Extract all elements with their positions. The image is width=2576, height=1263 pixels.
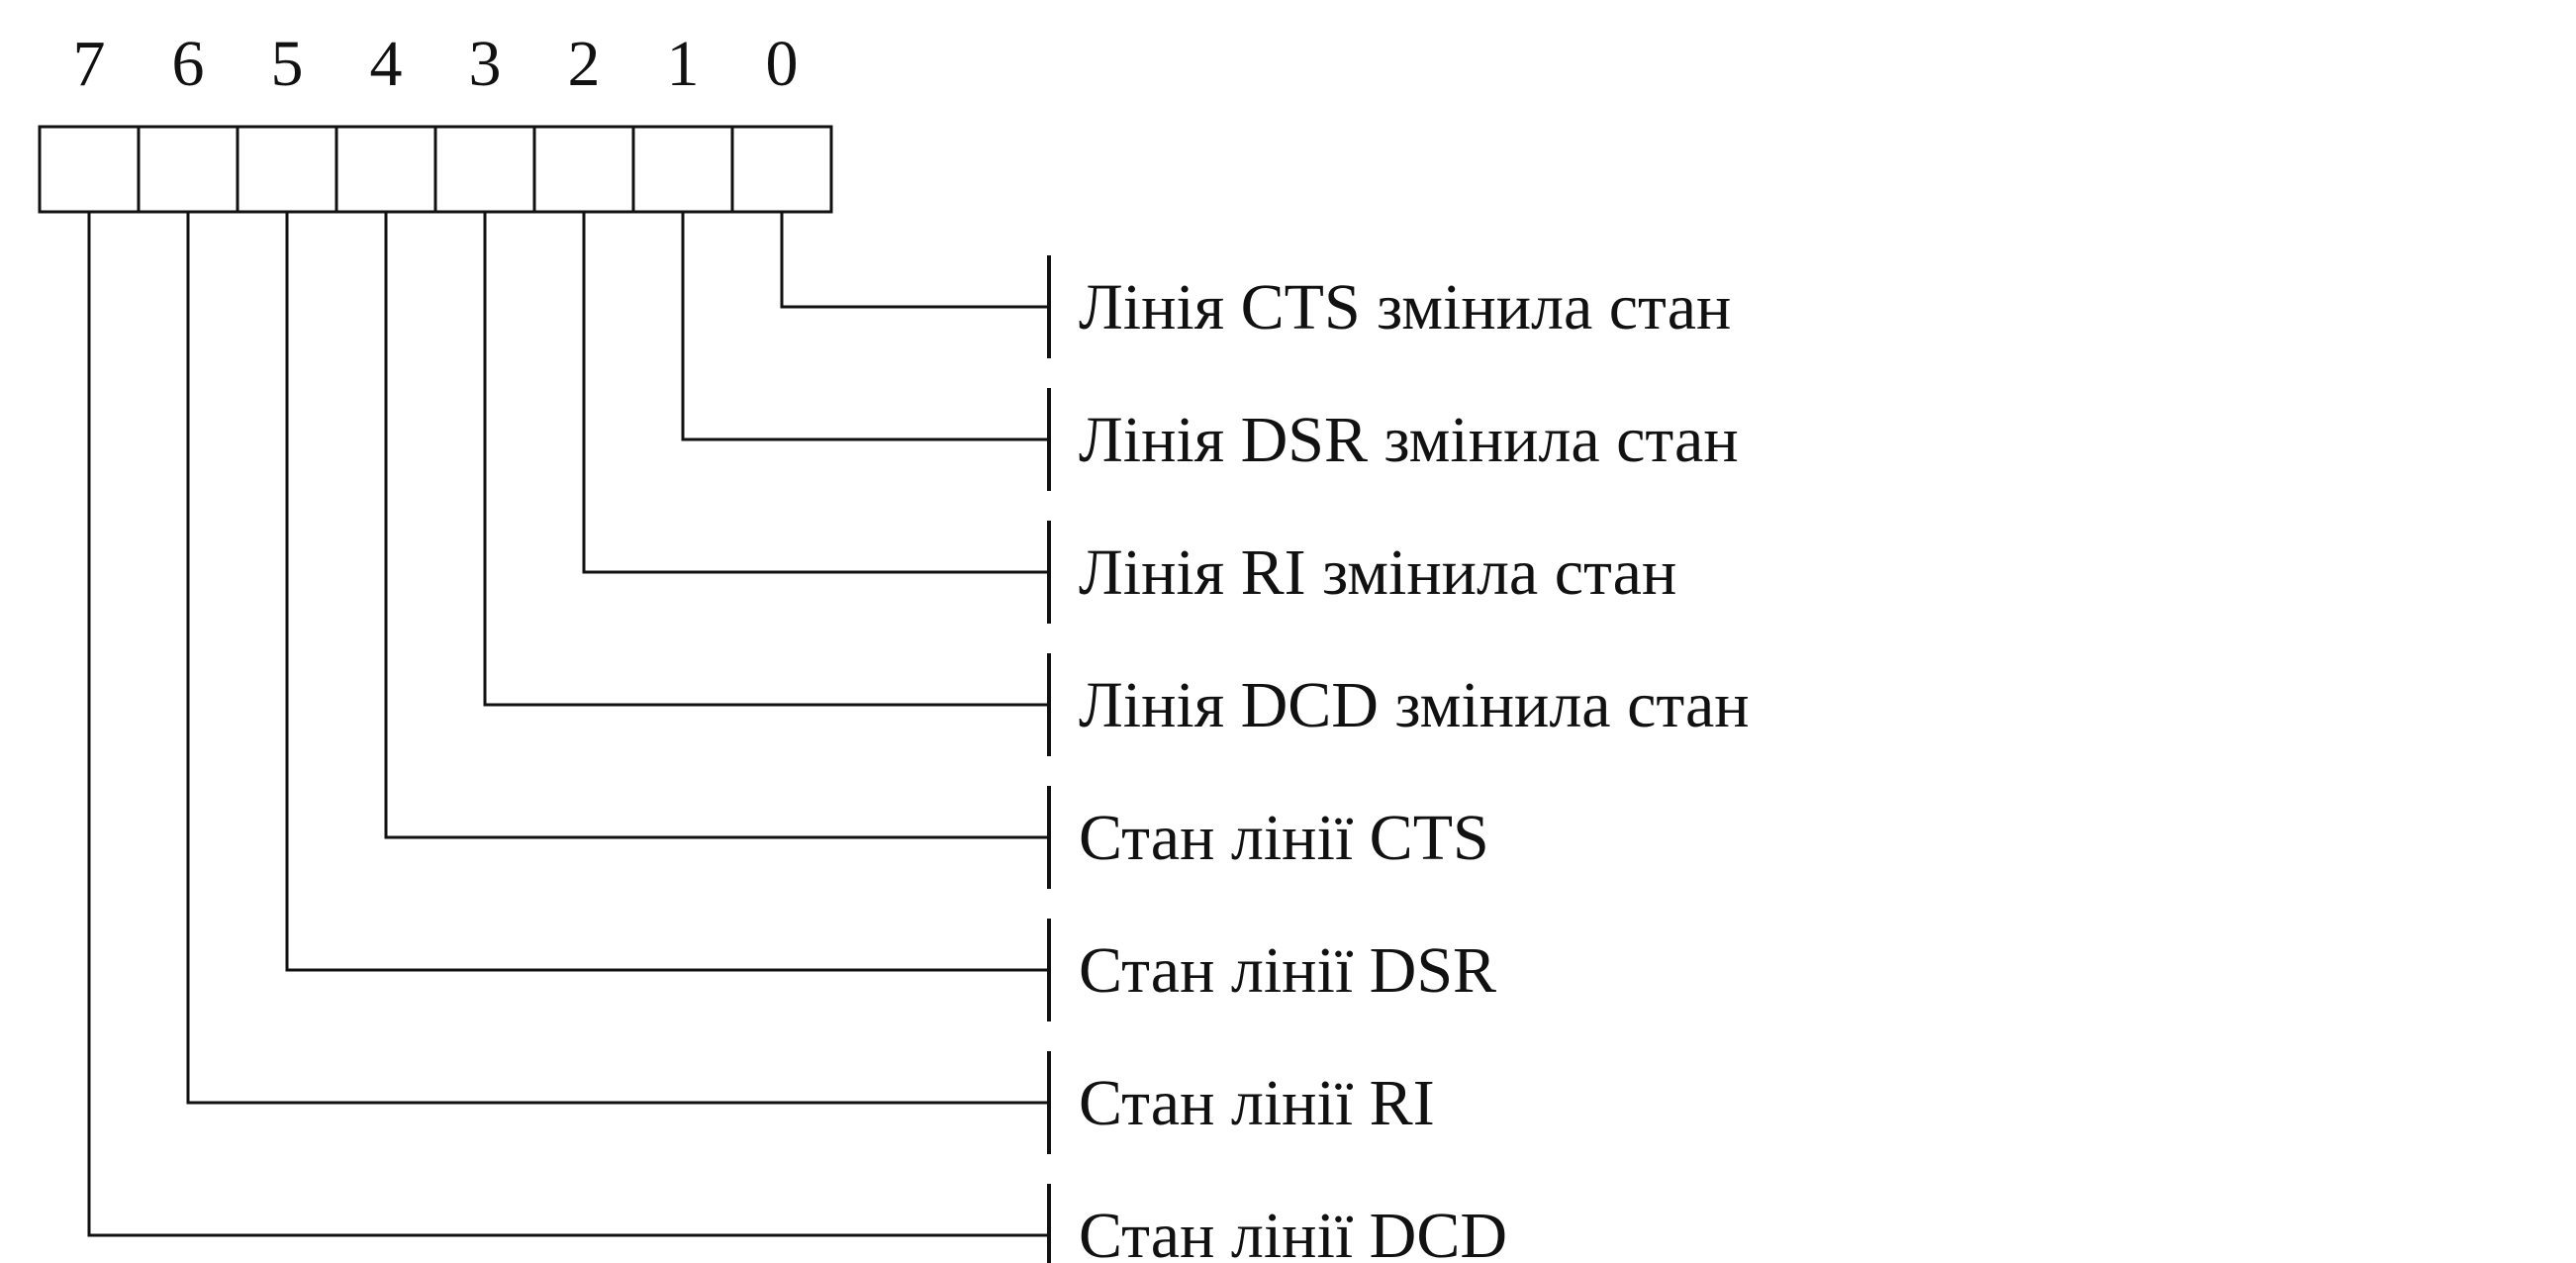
register-cell-bit-7 [38,125,141,214]
leader-lines [87,212,1051,1263]
register-cell-bit-5 [236,125,338,214]
bit-description-5: Стан лінії DSR [1079,934,1496,1007]
bit-description-7: Стан лінії DCD [1079,1200,1507,1263]
register-cell-bit-1 [631,125,734,214]
register-cell-bit-2 [532,125,635,214]
leader-line-bit-6 [186,212,1049,1105]
bit-description-3: Лінія DCD змінила стан [1079,669,1750,741]
register-cell-bit-3 [433,125,536,214]
leader-line-bit-5 [285,212,1049,972]
bit-number-2: 2 [568,28,601,100]
leader-line-bit-4 [384,212,1049,839]
bit-description-0: Лінія CTS змінила стан [1079,271,1731,343]
bit-descriptions: Стан лінії DCD Стан лінії RI Стан лінії DS… [1079,271,1750,1263]
leader-line-bit-2 [582,212,1049,574]
leader-line-bit-1 [681,212,1049,441]
bit-number-5: 5 [271,28,304,100]
bit-description-1: Лінія DSR змінила стан [1079,404,1739,476]
bit-number-6: 6 [172,28,205,100]
bit-number-3: 3 [469,28,502,100]
bit-number-0: 0 [766,28,799,100]
leader-line-bit-7 [87,212,1049,1237]
bit-number-4: 4 [370,28,403,100]
register-cell-bit-6 [137,125,239,214]
register-cell-bit-0 [730,125,833,214]
bit-description-6: Стан лінії RI [1079,1067,1435,1139]
bit-number-1: 1 [667,28,700,100]
register-cell-bit-4 [334,125,437,214]
register-cells [38,125,833,214]
leader-line-bit-0 [780,212,1049,309]
leader-line-bit-3 [483,212,1049,707]
bit-description-2: Лінія RI змінила стан [1079,536,1676,609]
bit-number-7: 7 [73,28,106,100]
bit-description-4: Стан лінії CTS [1079,802,1489,874]
